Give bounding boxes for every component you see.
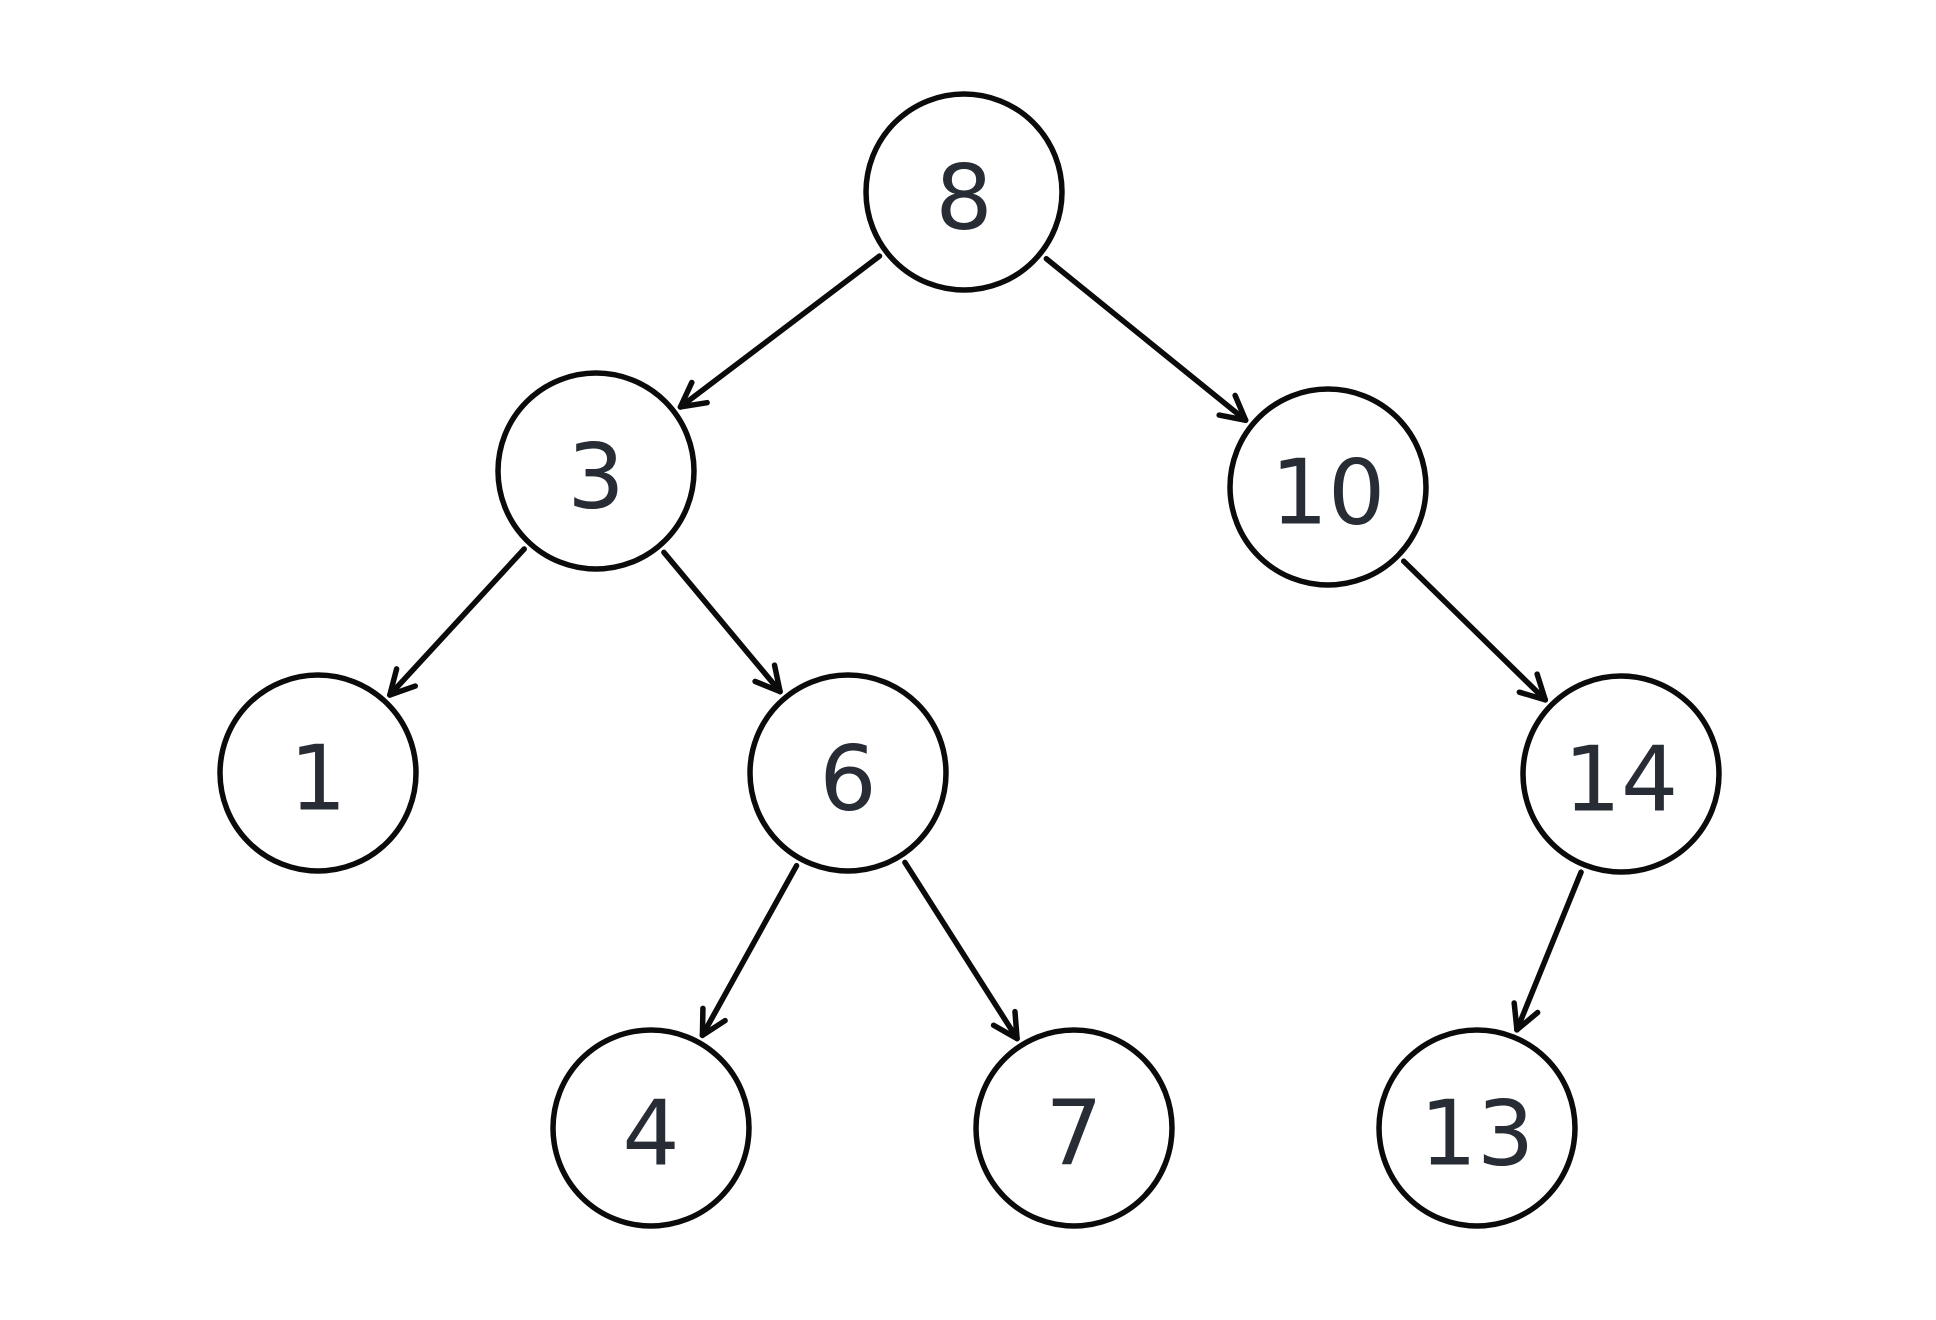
edge-shaft xyxy=(387,546,527,698)
edge-shaft xyxy=(1514,869,1584,1033)
edge-shaft xyxy=(699,862,800,1039)
arrowhead-arm-2 xyxy=(1216,412,1249,424)
tree-node-13: 13 xyxy=(1376,1027,1578,1229)
arrowhead-arm-1 xyxy=(771,662,783,695)
arrowhead-arm-1 xyxy=(1514,1009,1541,1033)
node-value-label: 4 xyxy=(622,1082,679,1187)
edge-6-7 xyxy=(902,859,1020,1042)
arrowhead-arm-1 xyxy=(1534,671,1549,703)
node-circle xyxy=(973,1027,1175,1229)
arrowhead-arm-2 xyxy=(1516,689,1549,703)
tree-node-10: 10 xyxy=(1227,386,1429,588)
edge-3-1 xyxy=(387,546,527,698)
arrowhead-arm-1 xyxy=(1012,1008,1020,1042)
edge-3-6 xyxy=(661,549,783,695)
arrowhead-arm-2 xyxy=(387,666,400,698)
node-circle xyxy=(1520,673,1722,875)
arrowhead-arm-1 xyxy=(677,399,710,410)
edge-shaft xyxy=(902,859,1020,1042)
tree-node-14: 14 xyxy=(1520,673,1722,875)
tree-node-6: 6 xyxy=(747,672,949,874)
edge-shaft xyxy=(1043,255,1249,424)
edge-10-14 xyxy=(1400,558,1549,703)
tree-node-1: 1 xyxy=(217,672,419,874)
node-value-label: 6 xyxy=(819,727,876,832)
edge-8-10 xyxy=(1043,255,1249,424)
edge-shaft xyxy=(661,549,783,695)
node-value-label: 10 xyxy=(1271,441,1386,546)
edge-6-4 xyxy=(699,862,800,1039)
arrowhead-arm-1 xyxy=(699,1017,728,1039)
arrowhead-arm-2 xyxy=(1511,1000,1520,1033)
node-circle xyxy=(550,1027,752,1229)
node-value-label: 13 xyxy=(1420,1082,1535,1187)
tree-node-7: 7 xyxy=(973,1027,1175,1229)
edge-shaft xyxy=(1400,558,1549,703)
node-circle xyxy=(1227,386,1429,588)
node-circle xyxy=(217,672,419,874)
edge-14-13 xyxy=(1511,869,1584,1033)
node-value-label: 7 xyxy=(1045,1082,1102,1187)
edge-8-3 xyxy=(677,253,883,410)
arrowhead-arm-2 xyxy=(677,379,695,410)
tree-node-8: 8 xyxy=(863,91,1065,293)
node-circle xyxy=(495,370,697,572)
node-value-label: 3 xyxy=(567,425,624,530)
node-value-label: 8 xyxy=(935,146,992,251)
node-circle xyxy=(863,91,1065,293)
arrowhead-arm-2 xyxy=(752,678,783,695)
arrowhead-arm-1 xyxy=(1232,392,1249,424)
edge-shaft xyxy=(677,253,883,410)
tree-node-4: 4 xyxy=(550,1027,752,1229)
node-circle xyxy=(1376,1027,1578,1229)
node-value-label: 14 xyxy=(1564,728,1679,833)
arrowhead-arm-1 xyxy=(387,683,419,698)
node-circle xyxy=(747,672,949,874)
arrowhead-arm-2 xyxy=(990,1022,1020,1042)
node-value-label: 1 xyxy=(289,727,346,832)
tree-node-3: 3 xyxy=(495,370,697,572)
